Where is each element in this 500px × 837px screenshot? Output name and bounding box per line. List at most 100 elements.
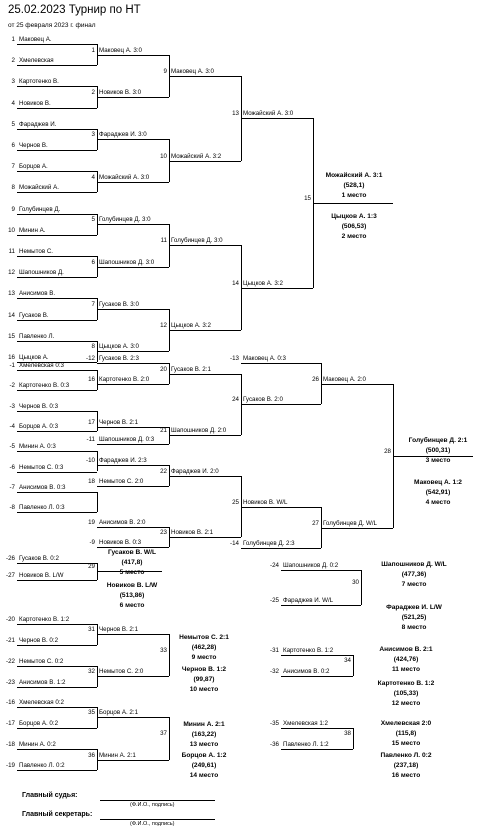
entry-line [17, 451, 97, 453]
match-line [169, 245, 241, 247]
entry-line [17, 171, 97, 173]
result-name: Новиков В. L/W [106, 582, 158, 589]
result-name: Павленко Л. 0:2 [380, 752, 432, 759]
entry-number: -6 [9, 463, 15, 471]
match-winner: Фараджев И. 2:3 [99, 457, 147, 464]
match-winner: Голубинцев Д. 3:0 [171, 237, 223, 245]
entry-number: 14 [8, 311, 15, 319]
result-score: (521,25) [401, 614, 427, 621]
entry-line [17, 86, 97, 88]
entry-number: 4 [11, 99, 15, 107]
match-winner: Павленко Л. 1:2 [283, 741, 329, 748]
entry-name: Хмелевская [19, 57, 54, 65]
entry-name: Борцов А. 0:2 [19, 720, 59, 727]
match-number: -31 [270, 647, 279, 654]
result-name: Цыцков А. 1:3 [331, 213, 377, 220]
entry-line [17, 362, 97, 363]
match-number: 24 [232, 396, 239, 403]
entry-line [17, 192, 97, 194]
match-number: 1 [91, 46, 95, 54]
result-place: 1 место [341, 192, 367, 199]
result-place: 13 место [189, 741, 219, 748]
match-winner: Новиков В. 2:1 [171, 529, 214, 536]
result-place: 5 место [119, 569, 145, 576]
match-line [97, 309, 169, 310]
result-score: (249,61) [191, 762, 217, 769]
entry-number: 8 [11, 184, 15, 192]
match-line [169, 75, 241, 77]
entry-number: 9 [11, 205, 15, 213]
match-winner: Голубинцев Д. 3:0 [99, 216, 151, 224]
entry-name: Павленко Л. [19, 332, 55, 340]
entry-number: -20 [6, 616, 15, 623]
result-score: (424,76) [393, 656, 419, 663]
bracket-line [169, 54, 170, 97]
match-winner: Гусаков В. 2:3 [99, 355, 139, 362]
match-line [97, 760, 169, 761]
match-line [97, 676, 169, 677]
entry-line [17, 277, 97, 279]
match-line [97, 444, 169, 445]
match-number: 7 [91, 301, 95, 308]
match-line [281, 728, 353, 729]
match-number: 9 [163, 67, 167, 75]
secretary-label: Главный секретарь: [22, 811, 93, 818]
entry-line [17, 44, 97, 45]
match-number: 27 [312, 520, 319, 527]
entry-name: Фараджев И. [19, 120, 57, 128]
match-number: 29 [88, 563, 95, 570]
match-line [97, 224, 169, 226]
entry-name: Новиков В. [19, 99, 51, 107]
result-score: (513,86) [119, 592, 145, 599]
match-number: 4 [91, 173, 95, 181]
match-number: 25 [232, 499, 239, 506]
bracket-line [97, 410, 98, 431]
bracket-line [241, 245, 242, 331]
entry-number: -8 [9, 504, 15, 512]
entry-number: -17 [6, 720, 15, 727]
entry-number: 11 [8, 248, 15, 255]
entry-name: Хмелевская 0:3 [19, 362, 64, 369]
match-line [97, 427, 169, 428]
bracket-line [313, 118, 314, 288]
match-line [169, 374, 241, 375]
result-place: 14 место [189, 772, 219, 779]
match-line [281, 570, 361, 571]
entry-number: -22 [6, 658, 15, 665]
result-place: 15 место [391, 740, 421, 747]
entry-line [17, 512, 97, 514]
match-winner: Можайский А. 3:0 [99, 173, 150, 181]
match-winner: Маковец А. 2:0 [323, 376, 366, 383]
match-winner: Гусаков В. 2:1 [171, 366, 211, 373]
match-line [281, 605, 361, 606]
match-number: 6 [91, 258, 95, 266]
match-winner: Цыцков А. 3:2 [171, 322, 211, 330]
result-place: 7 место [401, 581, 427, 588]
entry-line [17, 687, 97, 688]
match-line [241, 363, 321, 364]
match-number: 22 [160, 468, 167, 475]
result-place: 2 место [341, 233, 367, 240]
judge-line [100, 800, 215, 801]
entry-number: -2 [9, 382, 15, 390]
entry-number: 3 [11, 78, 15, 86]
entry-number: 16 [8, 354, 15, 361]
match-winner: Можайский А. 3:0 [243, 110, 294, 118]
match-winner: Маковец А. 3:0 [99, 46, 142, 54]
result-name: Немытов С. 2:1 [179, 634, 229, 641]
entry-number: -5 [9, 443, 15, 451]
match-number: -14 [230, 540, 239, 547]
match-number: -13 [230, 355, 239, 362]
result-place: 9 место [191, 654, 217, 661]
bracket-line [97, 298, 98, 320]
bracket-line [97, 171, 98, 193]
match-line [97, 465, 169, 466]
result-score: (417,8) [121, 559, 143, 566]
entry-name: Чернов В. [19, 142, 48, 149]
match-number: 26 [312, 376, 319, 383]
match-line [97, 139, 169, 141]
match-winner: Минин А. 2:1 [99, 752, 136, 759]
result-name: Анисимов В. 2:1 [379, 646, 433, 653]
entry-line [17, 580, 97, 581]
match-number: 12 [160, 322, 167, 330]
